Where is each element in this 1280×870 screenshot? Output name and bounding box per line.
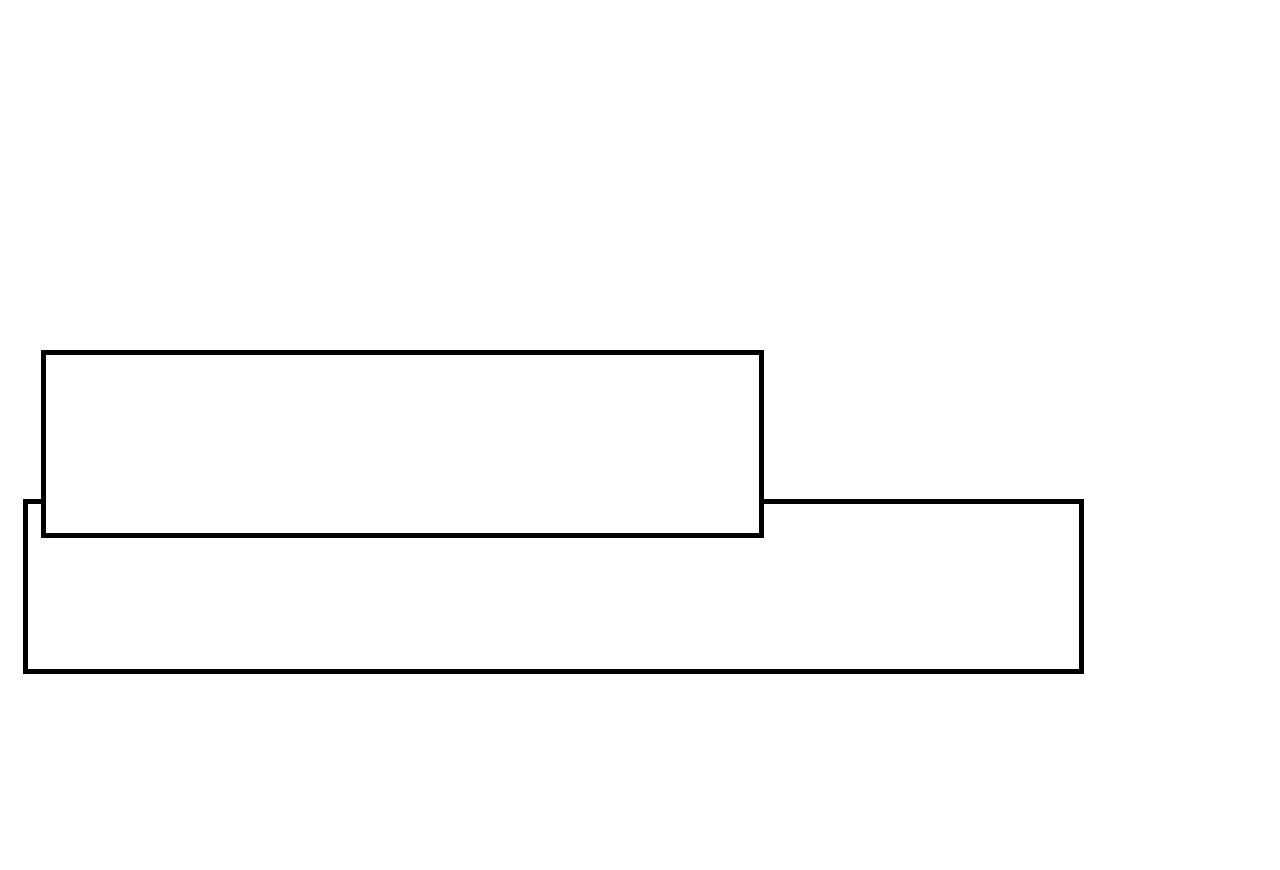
front-rectangle (41, 350, 764, 538)
